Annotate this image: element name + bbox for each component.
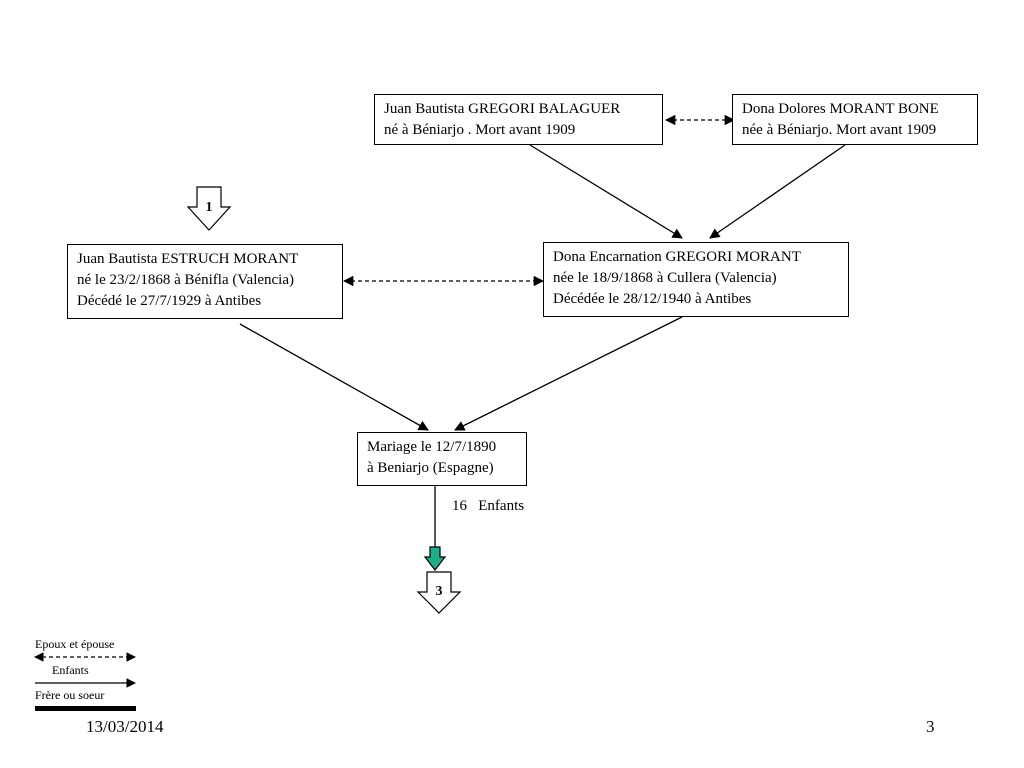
legend-children-label: Enfants (52, 663, 89, 677)
wife-born: née le 18/9/1868 à Cullera (Valencia) (553, 270, 777, 286)
link-husband-to-marriage (239, 323, 429, 431)
page-marker-3-number[interactable]: 3 (435, 584, 443, 599)
page-marker-1-number[interactable]: 1 (205, 200, 213, 215)
husband-died: Décédé le 27/7/1929 à Antibes (77, 293, 262, 309)
children-arrow-icon (423, 546, 447, 571)
person-box-grandfather: Juan Bautista GREGORI BALAGUER né à Béni… (374, 94, 663, 145)
grandfather-detail: né à Béniarjo . Mort avant 1909 (384, 122, 576, 138)
marriage-box: Mariage le 12/7/1890 à Beniarjo (Espagne… (357, 432, 527, 486)
legend-siblings-label: Frère ou soeur (35, 688, 105, 702)
grandmother-name: Dona Dolores MORANT BONE (742, 101, 939, 117)
child-link-grandfather-to-wife (529, 144, 683, 239)
footer-date: 13/03/2014 (86, 717, 164, 736)
legend-spouses-label: Epoux et épouse (35, 637, 115, 651)
marriage-place: à Beniarjo (Espagne) (367, 460, 494, 476)
grandmother-detail: née à Béniarjo. Mort avant 1909 (742, 122, 937, 138)
husband-born: né le 23/2/1868 à Bénifla (Valencia) (77, 272, 295, 288)
person-box-grandmother: Dona Dolores MORANT BONE née à Béniarjo.… (732, 94, 978, 145)
legend-thick-bar (35, 706, 136, 711)
person-box-husband: Juan Bautista ESTRUCH MORANT né le 23/2/… (67, 244, 343, 319)
children-count-label: 16 Enfants (452, 498, 525, 514)
wife-died: Décédée le 28/12/1940 à Antibes (553, 291, 752, 307)
marriage-date: Mariage le 12/7/1890 (367, 439, 497, 455)
child-link-grandmother-to-wife (709, 144, 846, 239)
link-wife-to-marriage (454, 316, 683, 431)
page-marker-1-arrow-icon[interactable] (186, 186, 232, 231)
person-box-wife: Dona Encarnation GREGORI MORANT née le 1… (543, 242, 849, 317)
grandfather-name: Juan Bautista GREGORI BALAGUER (384, 101, 621, 117)
footer-page-number: 3 (926, 717, 935, 736)
husband-name: Juan Bautista ESTRUCH MORANT (77, 251, 299, 267)
wife-name: Dona Encarnation GREGORI MORANT (553, 249, 801, 265)
page-marker-3-arrow-icon[interactable] (416, 571, 462, 614)
